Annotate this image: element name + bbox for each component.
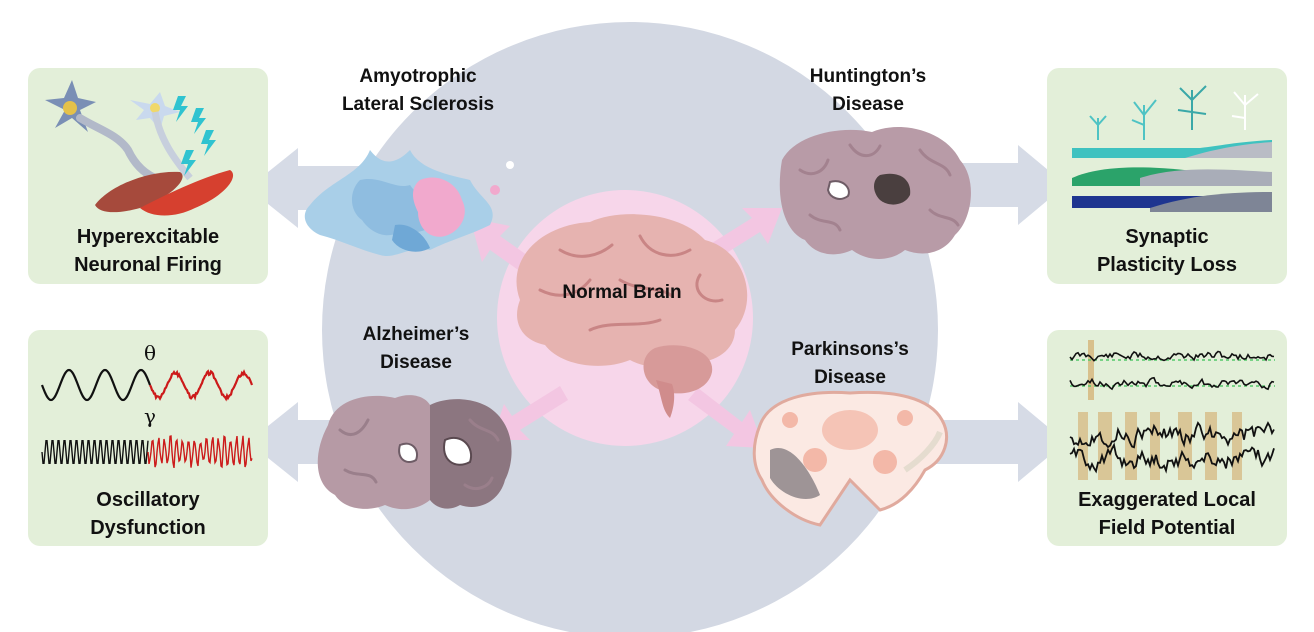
arrow-to-alzheimer <box>492 386 568 440</box>
panel-plasticity: Synaptic Plasticity Loss <box>1047 68 1287 284</box>
lfp-label-line2: Field Potential <box>1099 517 1236 539</box>
als-label-line2: Lateral Sclerosis <box>342 94 494 115</box>
normal-brain-label: Normal Brain <box>562 282 681 303</box>
theta-abnormal-wave <box>149 369 254 402</box>
parkinson-label-line2: Disease <box>814 367 886 388</box>
huntington-brain-icon <box>779 127 971 259</box>
parkinson-midbrain-icon <box>752 390 948 527</box>
lfp-trace-1 <box>1069 350 1275 362</box>
panel-lfp: Exaggerated Local Field Potential <box>1047 330 1287 546</box>
arrow-to-lfp <box>920 402 1066 482</box>
theta-symbol: θ <box>144 341 156 365</box>
gamma-symbol: γ <box>144 404 156 428</box>
als-spinal-splash-icon <box>304 150 514 257</box>
theta-normal-wave <box>40 368 152 402</box>
normal-brain-icon <box>516 214 748 418</box>
oscillatory-label-line1: Oscillatory <box>96 489 200 511</box>
synapse-decline-icon <box>1072 85 1272 212</box>
lfp-label-line1: Exaggerated Local <box>1078 489 1256 511</box>
panel-oscillatory: θ γ Oscillatory Dysfunction <box>28 330 268 546</box>
gamma-normal-wave <box>41 440 149 464</box>
waveform-icon <box>40 368 254 469</box>
lfp-trace-icon <box>1069 340 1275 480</box>
arrow-to-huntington <box>704 208 782 262</box>
arrow-to-parkinson <box>688 388 764 448</box>
alzheimer-label-line2: Disease <box>380 352 452 373</box>
inner-arrows <box>470 208 782 448</box>
arrow-to-plasticity <box>950 145 1066 225</box>
huntington-label-line2: Disease <box>832 94 904 115</box>
parkinson-label-line1: Parkinsons’s <box>791 339 909 360</box>
alzheimer-label-line1: Alzheimer’s <box>363 324 470 345</box>
neuron-muscle-icon <box>45 80 234 216</box>
firing-label-line2: Neuronal Firing <box>74 254 222 276</box>
lfp-trace-3 <box>1069 421 1275 449</box>
als-label-line1: Amyotrophic <box>359 66 477 87</box>
plasticity-label-line1: Synaptic <box>1125 226 1208 248</box>
alzheimer-brain-icon <box>317 395 512 510</box>
lfp-trace-2 <box>1069 376 1275 391</box>
firing-label-line1: Hyperexcitable <box>77 226 219 248</box>
lfp-trace-4 <box>1069 442 1275 474</box>
huntington-label-line1: Huntington’s <box>810 66 926 87</box>
panel-firing: Hyperexcitable Neuronal Firing <box>28 68 268 284</box>
plasticity-label-line2: Plasticity Loss <box>1097 254 1237 276</box>
gamma-abnormal-wave <box>147 435 253 469</box>
oscillatory-label-line2: Dysfunction <box>90 517 206 539</box>
